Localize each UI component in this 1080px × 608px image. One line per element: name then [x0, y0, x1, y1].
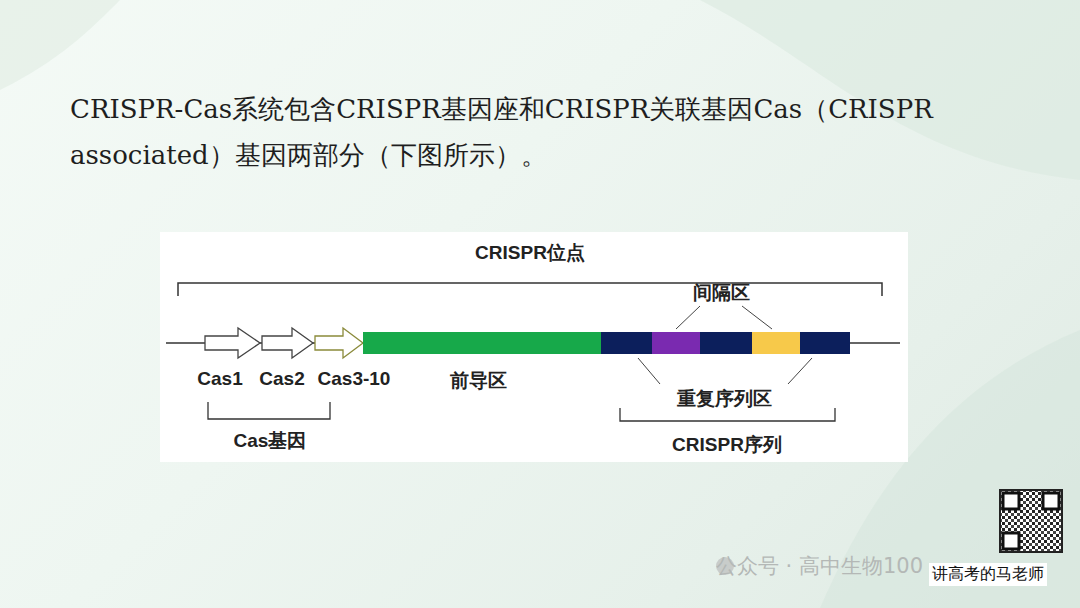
cas-gene-arrow [262, 328, 313, 358]
leader-line [742, 306, 772, 329]
qr-finder [1003, 533, 1019, 549]
gene-label: Cas3-10 [318, 368, 391, 390]
group-label: Cas基因 [234, 428, 307, 454]
qr-code [1000, 490, 1062, 552]
qr-finder [1043, 493, 1059, 509]
spacer-block [652, 332, 700, 354]
array-label: CRISPR序列 [672, 432, 782, 458]
locus-label: CRISPR位点 [475, 240, 585, 266]
repeat-block [700, 332, 752, 354]
leaf-decoration [0, 0, 120, 90]
repeat-label: 重复序列区 [677, 386, 772, 412]
repeat-block [800, 332, 850, 354]
diagram-panel [160, 232, 908, 462]
gene-label: Cas2 [259, 368, 304, 390]
cas-gene-arrow [205, 328, 260, 358]
locus-bracket [178, 283, 882, 296]
region-label: 前导区 [450, 368, 507, 394]
leader-line [676, 306, 700, 329]
cas-gene-arrow [315, 328, 363, 358]
watermark: 讲高考的马老师 [929, 563, 1047, 586]
spacer-block [752, 332, 800, 354]
crispr-array-bracket [620, 408, 835, 421]
spacer-label: 间隔区 [693, 280, 750, 306]
leader-line [788, 358, 812, 384]
gene-label: Cas1 [197, 368, 242, 390]
leader-line [638, 358, 660, 384]
repeat-block [601, 332, 652, 354]
watermark: 公众号 · 高中生物100 [716, 552, 923, 580]
slide-title: CRISPR-Cas系统包含CRISPR基因座和CRISPR关联基因Cas（CR… [70, 86, 1020, 178]
cas-genes-bracket [208, 402, 330, 419]
leaf-decoration [700, 0, 1080, 180]
qr-finder [1003, 493, 1019, 509]
leader-region [363, 332, 601, 354]
